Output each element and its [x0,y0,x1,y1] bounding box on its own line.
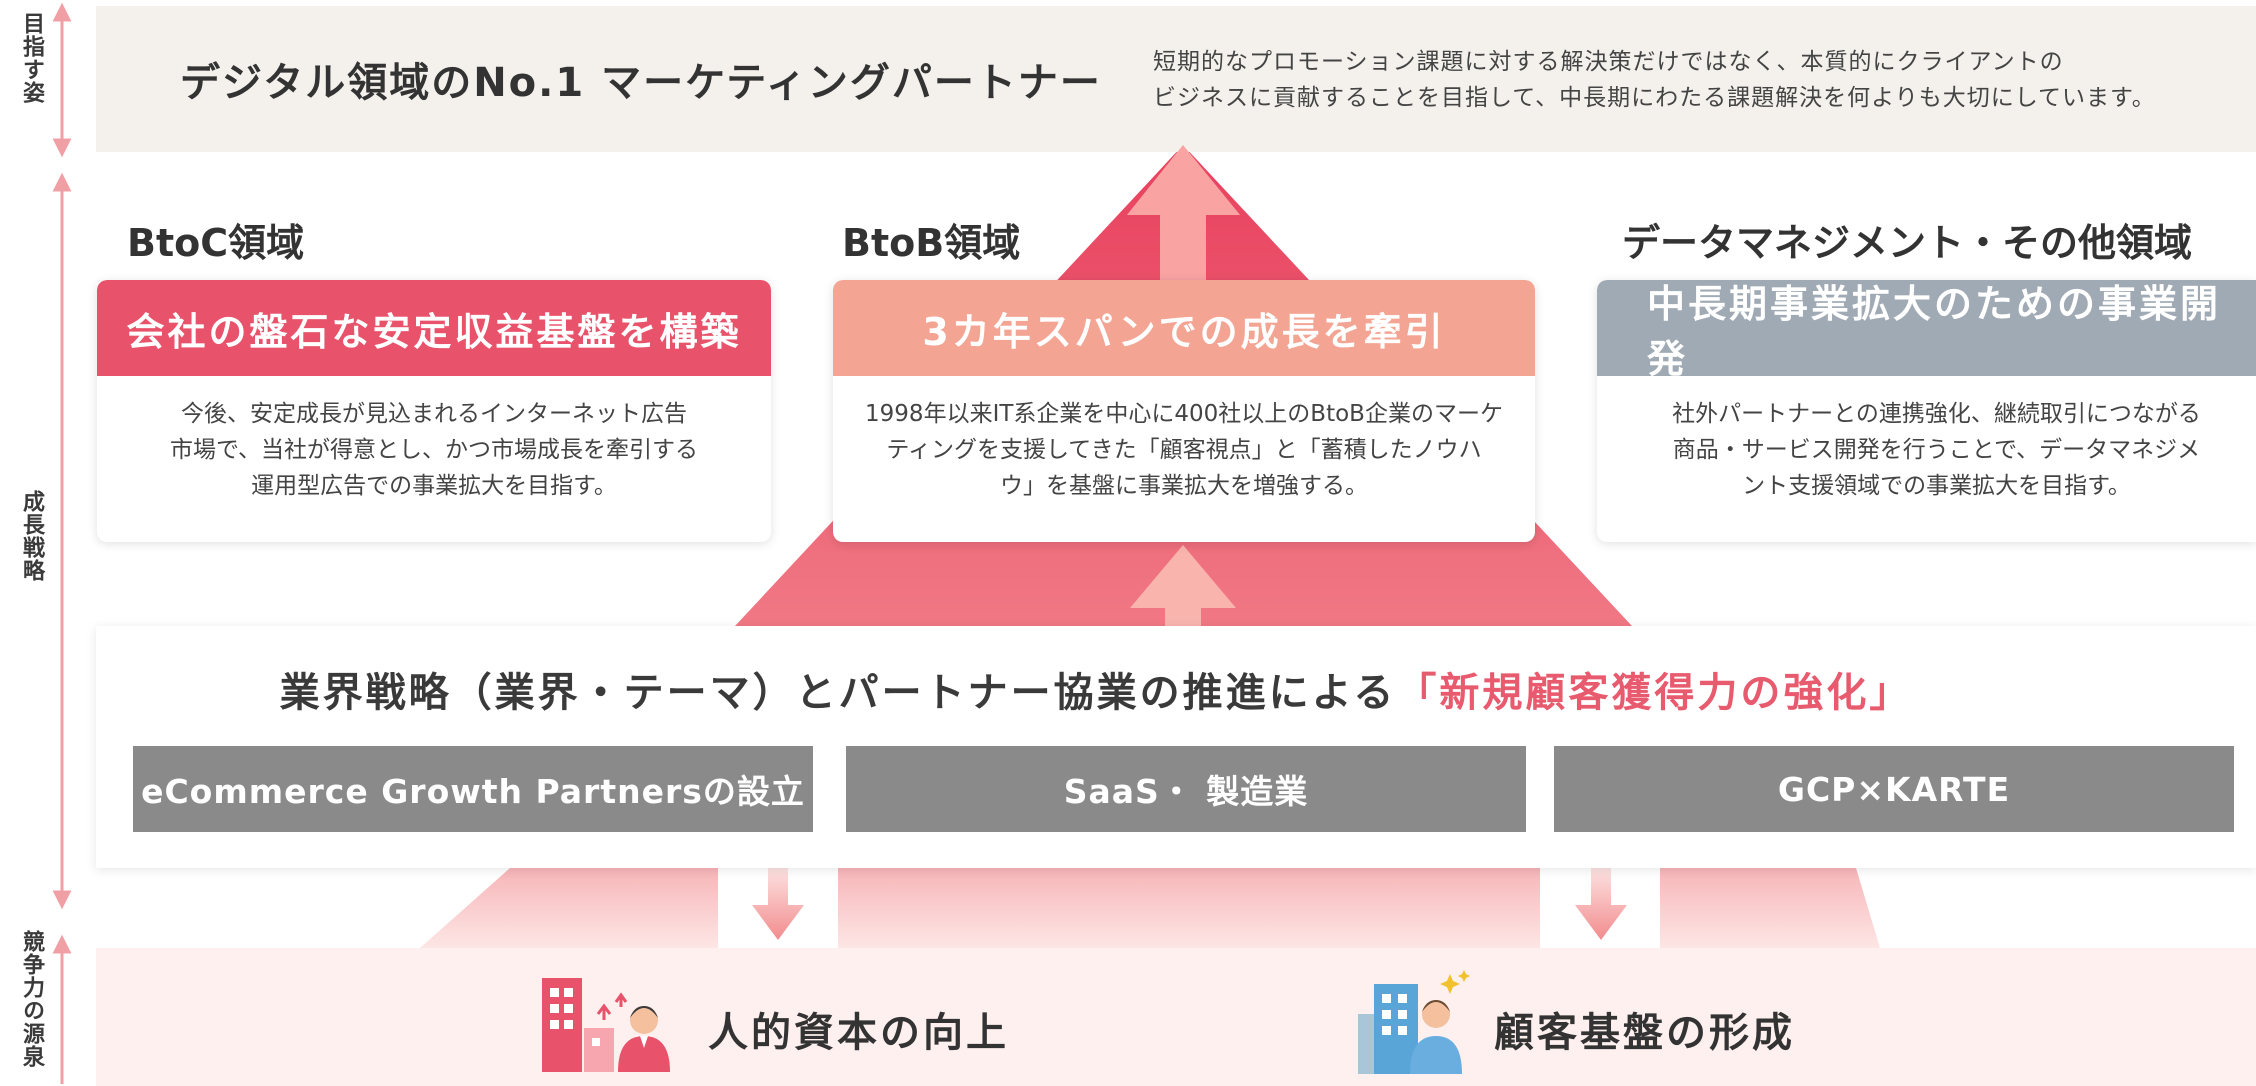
side-label-growth: 成長戦略 [19,490,44,582]
strategy-title: 業界戦略（業界・テーマ）とパートナー協業の推進による「新規顧客獲得力の強化」 [96,660,2096,718]
domain-card-btoc: 会社の盤石な安定収益基盤を構築 今後、安定成長が見込まれるインターネット広告 市… [97,280,771,542]
card-body-line: ント支援領域での事業拡大を目指す。 [1742,473,2131,499]
card-headline: 会社の盤石な安定収益基盤を構築 [97,280,771,376]
card-body-line: 運用型広告での事業拡大を目指す。 [251,473,617,499]
card-body-line: ウ」を基盤に事業拡大を増強する。 [1000,473,1368,499]
card-body-line: ティングを支援してきた「顧客視点」と「蓄積したノウハ [886,437,1482,463]
strategy-title-main: 業界戦略（業界・テーマ）とパートナー協業の推進による [279,670,1397,716]
domain-title-btoc: BtoC領域 [127,221,305,265]
card-body: 今後、安定成長が見込まれるインターネット広告 市場で、当社が得意とし、かつ市場成… [97,376,771,504]
human-capital-icon [542,978,670,1072]
card-body-line: 市場で、当社が得意とし、かつ市場成長を牽引する [169,437,699,463]
customer-base-icon [1358,970,1470,1074]
card-body-line: 今後、安定成長が見込まれるインターネット広告 [181,401,687,427]
strategy-item-saas: SaaS・ 製造業 [846,746,1526,832]
growth-range-arrow [52,172,72,910]
card-body-line: 商品・サービス開発を行うことで、データマネジメ [1672,437,2201,463]
goal-range-arrow [52,2,72,158]
card-body: 1998年以来IT系企業を中心に400社以上のBtoB企業のマーケ ティングを支… [833,376,1535,504]
side-label-goal: 目指す姿 [19,12,44,104]
up-arrow-top-overlay [1127,145,1240,280]
card-headline: 3カ年スパンでの成長を牽引 [833,280,1535,376]
strategy-item-ecommerce: eCommerce Growth Partnersの設立 [133,746,813,832]
goal-description-line: 短期的なプロモーション課題に対する解決策だけではなく、本質的にクライアントの [1153,49,2064,75]
card-body: 社外パートナーとの連携強化、継続取引につながる 商品・サービス開発を行うことで、… [1597,376,2256,504]
up-arrow-middle [1130,545,1236,626]
card-headline: 中長期事業拡大のための事業開発 [1597,280,2256,381]
source-band [96,948,2256,1086]
side-label-source: 競争力の源泉 [19,930,44,1068]
goal-band [96,6,2256,152]
card-body-line: 1998年以来IT系企業を中心に400社以上のBtoB企業のマーケ [865,401,1503,427]
down-arrow-right [1575,868,1627,940]
goal-description: 短期的なプロモーション課題に対する解決策だけではなく、本質的にクライアントの ビ… [1153,44,2156,116]
source-range-arrow [52,934,72,1084]
pyramid-base [420,868,1880,948]
goal-title: デジタル領域のNo.1 マーケティングパートナー [180,60,1102,106]
card-body-line: 社外パートナーとの連携強化、継続取引につながる [1672,401,2201,427]
goal-description-line: ビジネスに貢献することを目指して、中長期にわたる課題解決を何よりも大切にしていま… [1153,85,2156,111]
strategy-title-highlight: 「新規顧客獲得力の強化」 [1396,670,1913,716]
source-human-capital: 人的資本の向上 [708,1010,1009,1056]
domain-card-btob: 3カ年スパンでの成長を牽引 1998年以来IT系企業を中心に400社以上のBto… [833,280,1535,542]
domain-card-data: 中長期事業拡大のための事業開発 社外パートナーとの連携強化、継続取引につながる … [1597,280,2256,542]
domain-title-data: データマネジメント・その他領域 [1622,221,2193,265]
source-customer-base: 顧客基盤の形成 [1494,1010,1795,1056]
down-arrow-left [752,868,804,940]
strategy-item-gcp-karte: GCP×KARTE [1554,746,2234,832]
domain-title-btob: BtoB領域 [842,221,1021,265]
